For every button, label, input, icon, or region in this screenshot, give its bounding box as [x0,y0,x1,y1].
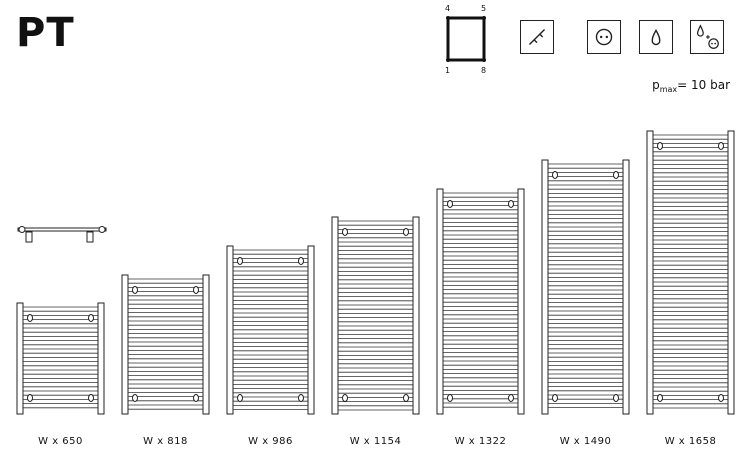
connection-diagram: 4 5 1 8 [440,2,492,76]
connection-label-bottom-left: 1 [445,66,451,75]
size-label-1322: W x 1322 [454,436,507,447]
connection-label-top-right: 5 [481,4,487,13]
radiator-1154 [331,216,420,415]
mounting-bracket-icon [17,226,107,243]
size-label-986: W x 986 [248,436,293,447]
radiator-1322 [436,188,525,415]
water-plus-electric-icon [690,20,724,54]
radiator-1490 [541,159,630,415]
connection-label-top-left: 4 [445,4,451,13]
wall-mount-icon [520,20,554,54]
electric-socket-icon [587,20,621,54]
water-drop-icon [639,20,673,54]
size-label-1154: W x 1154 [349,436,402,447]
product-title: PT [16,10,75,56]
connection-square-icon [446,16,486,62]
max-pressure: pmax= 10 bar [652,78,730,94]
size-label-1490: W x 1490 [559,436,612,447]
size-label-650: W x 650 [38,436,83,447]
radiator-986 [226,245,315,415]
radiator-650 [16,302,105,415]
radiator-818 [121,274,210,415]
size-label-1658: W x 1658 [664,436,717,447]
connection-label-bottom-right: 8 [481,66,487,75]
size-label-818: W x 818 [143,436,188,447]
radiator-1658 [646,130,735,415]
